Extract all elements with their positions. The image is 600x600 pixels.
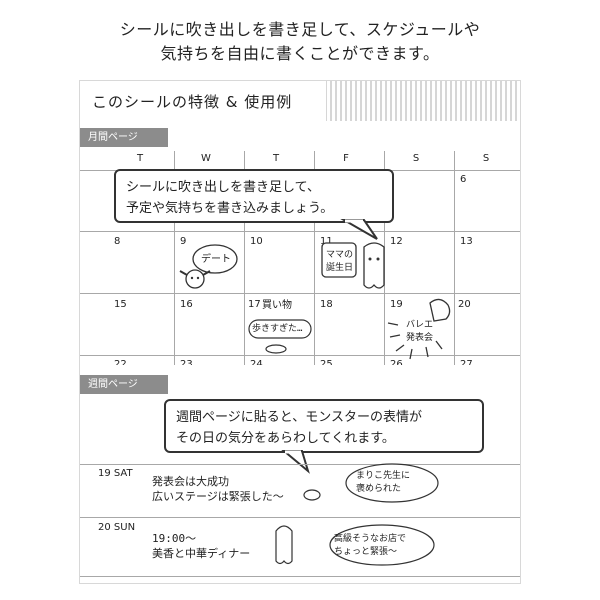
grid-line xyxy=(454,151,455,371)
date-number: 16 xyxy=(180,299,193,310)
bubble-line: 予定や気持ちを書き込みましょう。 xyxy=(126,201,334,216)
note-ballet-line: 発表会 xyxy=(406,333,434,343)
feature-panel: このシールの特徴 & 使用例 月間ページ T W T F S S 6 8 9 1… xyxy=(79,80,521,584)
note-walked: 歩きすぎた… xyxy=(252,324,303,334)
feature-title: このシールの特徴 & 使用例 xyxy=(92,93,293,111)
date-bubble-doodle xyxy=(192,244,238,274)
day-header: W xyxy=(201,153,211,164)
date-number: 9 xyxy=(180,236,187,247)
grid-fade xyxy=(80,365,520,383)
thought-bubble-doodle xyxy=(303,463,439,503)
note-mama-line: 誕生日 xyxy=(326,263,354,273)
bubble-line: その日の気分をあらわしてくれます。 xyxy=(176,431,395,446)
intro-text: シールに吹き出しを書き足して、スケジュールや 気持ちを自由に書くことができます。 xyxy=(0,18,600,66)
grid-line xyxy=(80,293,520,294)
grid-line xyxy=(174,151,175,371)
intro-line-2: 気持ちを自由に書くことができます。 xyxy=(160,44,440,63)
date-number: 12 xyxy=(390,236,403,247)
day-header: S xyxy=(412,153,420,164)
memo-line: 広いステージは緊張した〜 xyxy=(152,490,284,503)
memo-line: 19:00〜 xyxy=(152,532,197,545)
note-mama: ママの 誕生日 xyxy=(326,249,353,275)
grid-line xyxy=(80,576,520,577)
thought-bubble-doodle xyxy=(275,524,435,566)
date-number: 13 xyxy=(460,236,473,247)
grid-line xyxy=(80,517,520,518)
bubble-line: 週間ページに貼ると、モンスターの表情が xyxy=(176,410,422,425)
monster-sticker-icon xyxy=(321,242,385,289)
grid-line xyxy=(80,355,520,356)
grid-line xyxy=(80,464,520,465)
thought-line: 褒められた xyxy=(356,484,402,494)
monthly-page-tab: 月間ページ xyxy=(80,128,168,147)
bubble-tail xyxy=(340,219,378,240)
note-ballet-line: バレエ xyxy=(406,320,434,330)
memo-line: 美香と中華ディナー xyxy=(152,547,251,560)
date-number: 10 xyxy=(250,236,263,247)
note-ballet: バレエ 発表会 xyxy=(406,319,433,345)
grid-line xyxy=(244,151,245,371)
date-number: 24 xyxy=(250,359,263,370)
weekday-thought: 高級そうなお店で ちょっと緊張〜 xyxy=(334,533,406,559)
grid-line xyxy=(80,231,520,232)
day-header: T xyxy=(272,153,280,164)
weekly-page-tab: 週間ページ xyxy=(80,375,168,394)
day-header: F xyxy=(343,153,349,164)
day-header: T xyxy=(136,153,144,164)
weekday-memo: 発表会は大成功 広いステージは緊張した〜 xyxy=(152,474,284,504)
grid-line xyxy=(314,151,315,371)
date-number: 11 xyxy=(320,236,333,247)
note-mama-line: ママの xyxy=(326,250,354,260)
date-number: 26 xyxy=(390,359,403,370)
date-number: 19 xyxy=(390,299,403,310)
walked-bubble-doodle xyxy=(248,319,312,354)
day-header: S xyxy=(482,153,490,164)
date-number: 20 xyxy=(458,299,471,310)
thought-line: まりこ先生に xyxy=(356,471,411,481)
date-number: 18 xyxy=(320,299,333,310)
date-number: 25 xyxy=(320,359,333,370)
thought-line: 高級そうなお店で xyxy=(334,534,407,544)
memo-line: 発表会は大成功 xyxy=(152,475,229,488)
bubble-tail xyxy=(281,450,310,474)
note-date: デート xyxy=(201,254,231,265)
date-number: 23 xyxy=(180,359,193,370)
feature-tab: このシールの特徴 & 使用例 xyxy=(80,81,326,121)
weekday-label: 19 SAT xyxy=(98,468,133,479)
date-number: 22 xyxy=(114,359,127,370)
date-number: 8 xyxy=(114,236,121,247)
weekly-speech-bubble: 週間ページに貼ると、モンスターの表情が その日の気分をあらわしてくれます。 xyxy=(164,399,484,453)
date-number: 27 xyxy=(460,359,473,370)
weekday-memo: 19:00〜 美香と中華ディナー xyxy=(152,531,250,561)
ballet-rays-doodle xyxy=(387,298,451,360)
monster-sticker-icon xyxy=(179,269,211,289)
weekday-thought: まりこ先生に 褒められた xyxy=(356,470,410,496)
bubble-line: シールに吹き出しを書き足して、 xyxy=(126,180,320,195)
note-shopping: 買い物 xyxy=(262,300,292,311)
intro-line-1: シールに吹き出しを書き足して、スケジュールや xyxy=(119,20,481,39)
weekday-label: 20 SUN xyxy=(98,522,136,533)
date-number: 6 xyxy=(460,174,467,185)
monthly-speech-bubble: シールに吹き出しを書き足して、 予定や気持ちを書き込みましょう。 xyxy=(114,169,394,223)
date-number: 17 xyxy=(248,299,261,310)
date-number: 15 xyxy=(114,299,127,310)
thought-line: ちょっと緊張〜 xyxy=(334,547,398,557)
